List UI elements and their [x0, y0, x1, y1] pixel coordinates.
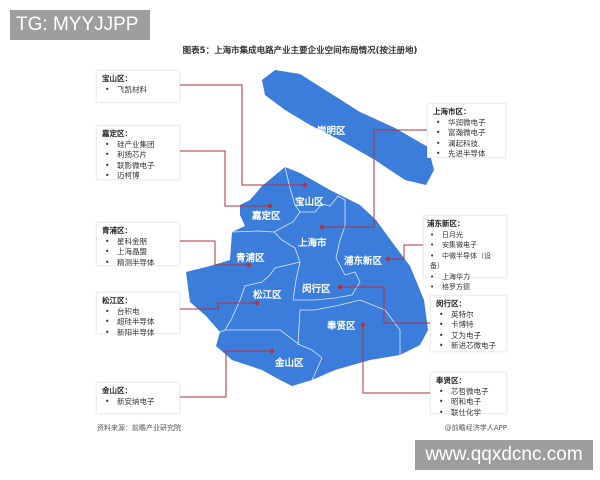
company-item: 上海晶盟 [102, 247, 174, 258]
label-pudong: 浦东新区 [344, 255, 383, 267]
company-item: 格罗方德 [427, 282, 501, 293]
district-header: 浦东新区： [427, 219, 465, 228]
district-header: 上海市区： [433, 107, 471, 116]
marker-jinshan [269, 348, 275, 354]
label-minhang: 闵行区 [302, 283, 331, 295]
marker-shanghai [319, 224, 325, 230]
company-item: 联仕化学 [436, 408, 501, 419]
company-item: 台积电 [102, 307, 174, 318]
district-box-jiading: 嘉定区： 硅产业集团 利扬芯片 联影微电子 迈柯博 [96, 125, 180, 180]
company-item: 艾为电子 [436, 331, 501, 342]
company-item: 飞凯材料 [102, 85, 174, 96]
company-item: 澜起科技 [433, 139, 500, 150]
company-item: 华润微电子 [433, 118, 500, 129]
company-item: 利扬芯片 [102, 150, 174, 161]
district-boundaries [219, 166, 401, 381]
district-box-shanghai: 上海市区： 华润微电子 富瀚微电子 澜起科技 先进半导体 [427, 103, 506, 158]
company-item: 英特尔 [436, 310, 501, 321]
label-qingpu: 青浦区 [236, 252, 265, 264]
district-box-songjiang: 松江区： 台积电 超硅半导体 新阳半导体 [96, 292, 180, 337]
leader-line-minhang [340, 286, 430, 324]
credit-note: @前瞻经济学人APP [444, 424, 507, 432]
label-chongming: 崇明区 [317, 125, 346, 137]
label-shanghai: 上海市 [298, 237, 327, 249]
region-chongming [262, 70, 434, 185]
leader-line-fengxian [362, 325, 430, 394]
watermark-top: TG: MYYJJPP [10, 10, 150, 40]
leader-line-songjiang [180, 302, 257, 310]
marker-qingpu [246, 262, 252, 268]
company-item: 昭和电子 [436, 397, 501, 408]
company-item: 上海华力 [427, 272, 501, 283]
leader-line-jiading [180, 150, 270, 207]
company-item: 联影微电子 [102, 161, 174, 172]
marker-jiading [267, 203, 273, 209]
company-item: 先进半导体 [433, 149, 500, 160]
marker-songjiang [254, 300, 260, 306]
district-header: 青浦区： [102, 226, 132, 235]
label-fengxian: 奉贤区 [326, 320, 356, 332]
leader-line-qingpu [180, 240, 249, 266]
company-item: 新安纳电子 [102, 397, 174, 408]
district-header: 金山区： [102, 386, 132, 395]
label-jiading: 嘉定区 [251, 210, 281, 222]
district-box-baoshan: 宝山区： 飞凯材料 [96, 70, 180, 103]
marker-fengxian [360, 322, 366, 328]
company-item: 新阳半导体 [102, 328, 174, 339]
marker-baoshan [302, 182, 308, 188]
district-header: 松江区： [102, 296, 132, 305]
watermark-bottom: www.qqxdcnc.com [415, 440, 593, 470]
company-item: 富瀚微电子 [433, 128, 500, 139]
company-item: 芯哲微电子 [436, 387, 501, 398]
label-baoshan: 宝山区 [295, 196, 324, 208]
district-box-jinshan: 金山区： 新安纳电子 [96, 382, 180, 414]
district-header: 宝山区： [102, 74, 132, 83]
figure-title: 图表5：上海市集成电路产业主要企业空间布局情况(按注册地) [182, 46, 418, 56]
company-item: 卡博特 [436, 320, 501, 331]
marker-minhang [337, 284, 343, 290]
company-item: 迈柯博 [102, 171, 174, 182]
district-box-pudong: 浦东新区： 日月光 安集微电子 中微半导体（设备） 上海华力 格罗方德 [423, 215, 507, 291]
source-note: 资料来源：前瞻产业研究院 [97, 424, 181, 432]
leader-line-jinshan [180, 350, 272, 398]
company-item: 硅产业集团 [102, 140, 174, 151]
company-item: 中微半导体（设备） [427, 251, 501, 272]
region-mainland [186, 167, 428, 386]
company-item: 新进芯微电子 [436, 341, 501, 352]
leader-line-baoshan [180, 84, 305, 186]
district-header: 奉贤区： [436, 376, 466, 385]
district-box-qingpu: 青浦区： 星科金朋 上海晶盟 精测半导体 [96, 222, 180, 269]
district-header: 嘉定区： [102, 129, 132, 138]
district-box-fengxian: 奉贤区： 芯哲微电子 昭和电子 联仕化学 [430, 372, 507, 417]
leader-line-shanghai [322, 129, 427, 228]
leader-line-pudong [388, 244, 427, 260]
label-songjiang: 松江区 [253, 289, 282, 301]
district-box-minhang: 闵行区： 英特尔 卡博特 艾为电子 新进芯微电子 [430, 295, 507, 352]
company-item: 安集微电子 [427, 240, 501, 251]
company-item: 星科金朋 [102, 237, 174, 248]
company-item: 超硅半导体 [102, 317, 174, 328]
label-jinshan: 金山区 [274, 357, 304, 369]
company-item: 精测半导体 [102, 258, 174, 269]
company-item: 日月光 [427, 230, 501, 241]
marker-pudong [385, 256, 391, 262]
district-header: 闵行区： [436, 299, 466, 308]
